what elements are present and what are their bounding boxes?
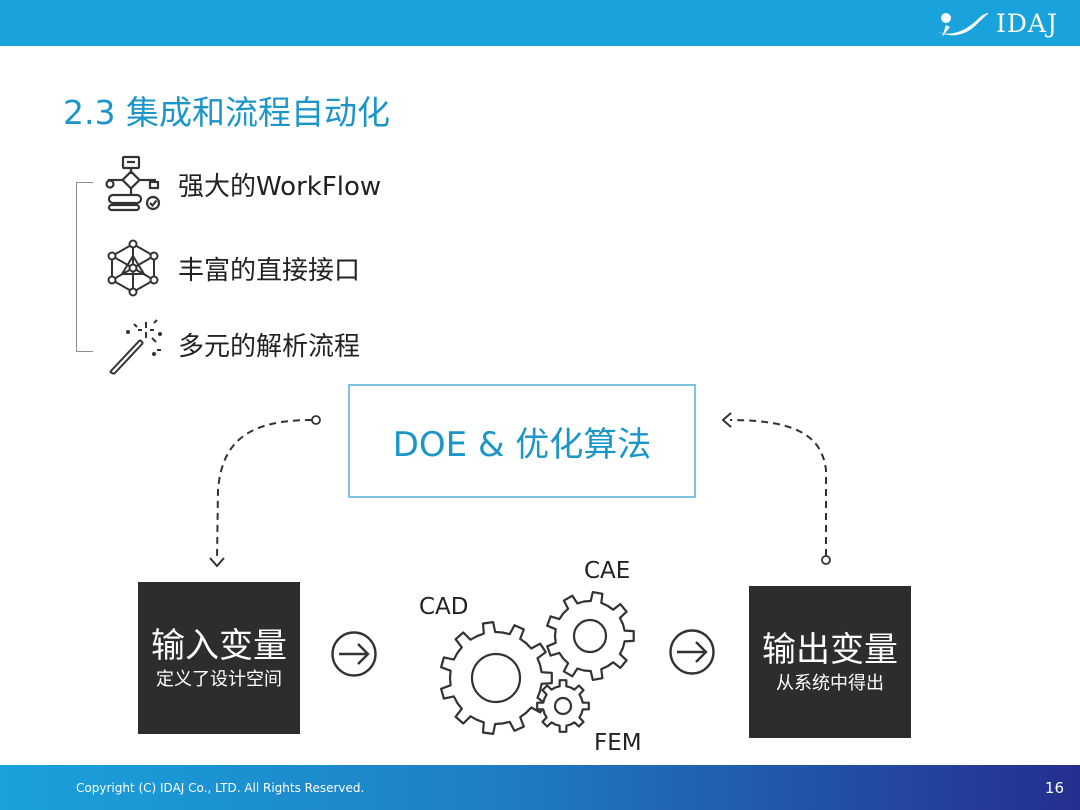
input-variable-box: 输入变量 定义了设计空间 bbox=[138, 582, 300, 734]
optimizer-box: DOE & 优化算法 bbox=[348, 384, 696, 498]
tool-label-cae: CAE bbox=[584, 558, 631, 584]
dashed-loop-arrow-left bbox=[216, 419, 313, 561]
arrow-circle-right-icon bbox=[668, 628, 716, 676]
gear-small bbox=[536, 679, 590, 733]
feature-label-analysis: 多元的解析流程 bbox=[178, 332, 361, 362]
loop-arrowhead-left bbox=[209, 557, 225, 568]
tool-label-fem: FEM bbox=[594, 730, 642, 756]
header-bar bbox=[0, 0, 1080, 46]
feature-label-workflow: 强大的WorkFlow bbox=[178, 172, 382, 202]
loop-arrowhead-right bbox=[721, 412, 732, 428]
input-variable-subtitle: 定义了设计空间 bbox=[156, 669, 282, 690]
output-variable-subtitle: 从系统中得出 bbox=[776, 673, 884, 694]
output-variable-box: 输出变量 从系统中得出 bbox=[749, 586, 911, 738]
optimizer-label: DOE & 优化算法 bbox=[392, 424, 652, 465]
page-title: 2.3 集成和流程自动化 bbox=[63, 93, 390, 132]
workflow-icon bbox=[104, 154, 162, 212]
footer-bar bbox=[0, 765, 1080, 810]
feature-label-interface: 丰富的直接接口 bbox=[178, 256, 361, 286]
arrow-circle-right-icon bbox=[330, 630, 378, 678]
tool-label-cad: CAD bbox=[419, 594, 469, 620]
gears-icon bbox=[440, 591, 635, 735]
loop-start-dot-right bbox=[821, 555, 831, 565]
input-variable-title: 输入变量 bbox=[151, 626, 287, 666]
gear-top-right bbox=[546, 591, 635, 681]
magic-wand-icon bbox=[104, 318, 164, 376]
gear-small-hole bbox=[553, 696, 573, 716]
logo-text: IDAJ bbox=[996, 8, 1058, 38]
loop-start-dot-left bbox=[311, 415, 321, 425]
output-variable-title: 输出变量 bbox=[762, 630, 898, 670]
dashed-loop-arrow-right bbox=[729, 419, 827, 556]
page-number: 16 bbox=[1044, 779, 1064, 797]
gear-large-hole bbox=[470, 652, 522, 704]
gear-top-right-hole bbox=[572, 618, 608, 654]
copyright-text: Copyright (C) IDAJ Co., LTD. All Rights … bbox=[76, 781, 365, 795]
gear-large bbox=[440, 621, 553, 735]
feature-bracket bbox=[76, 182, 93, 352]
logo-swoosh-icon bbox=[936, 13, 989, 37]
company-logo: IDAJ bbox=[934, 6, 1058, 40]
network-icon bbox=[105, 239, 161, 297]
